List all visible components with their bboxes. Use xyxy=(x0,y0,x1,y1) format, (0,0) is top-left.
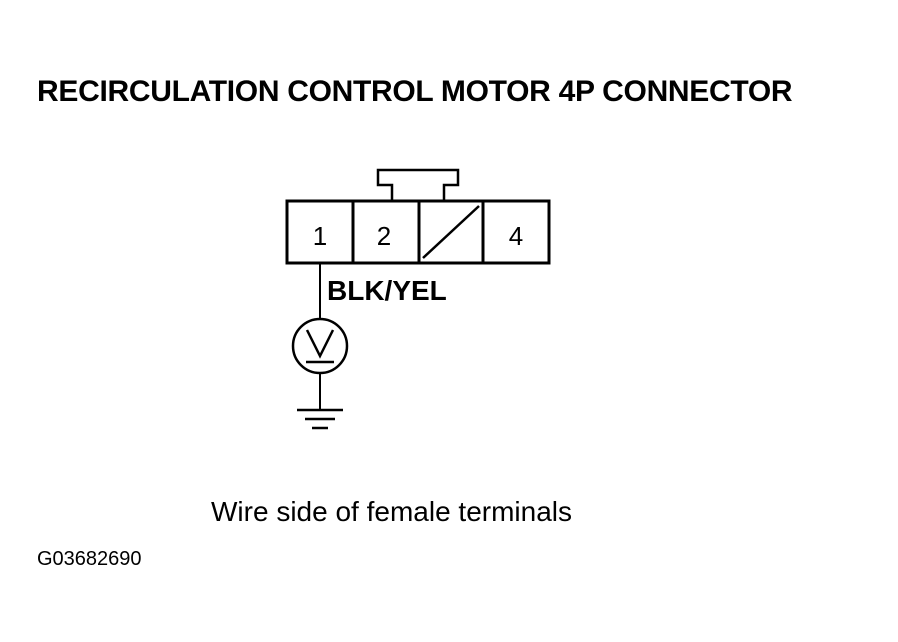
cavity-4 xyxy=(481,199,551,265)
voltmeter-symbol: V xyxy=(320,359,321,361)
cavity-2-label: 2 xyxy=(377,221,391,251)
wire-color-label: BLK/YEL xyxy=(327,275,447,306)
ground-icon xyxy=(297,408,343,430)
reference-code: G03682690 xyxy=(37,548,142,570)
voltmeter-icon: V xyxy=(291,317,349,375)
empty-cavity-slash xyxy=(422,205,480,259)
diagram-title: RECIRCULATION CONTROL MOTOR 4P CONNECTOR xyxy=(37,75,793,108)
cavity-1-label: 1 xyxy=(313,221,327,251)
cavity-4-label: 4 xyxy=(509,221,523,251)
connector-lock-tab xyxy=(376,168,460,201)
diagram-caption: Wire side of female terminals xyxy=(211,496,572,527)
